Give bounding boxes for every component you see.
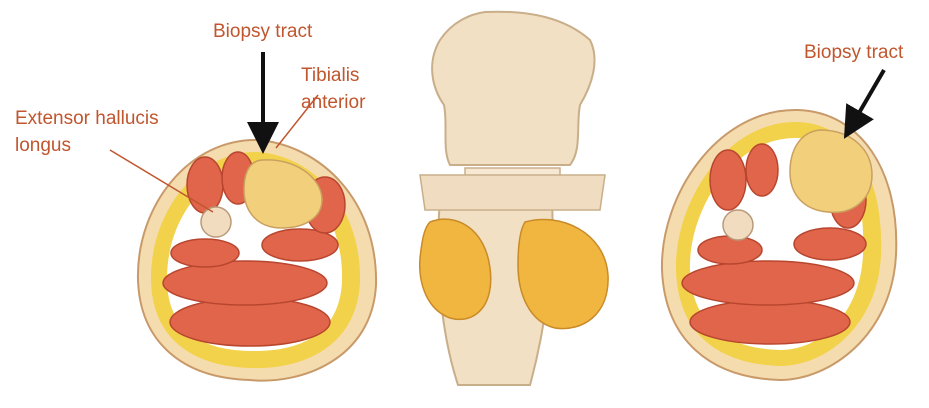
longus-label: longus xyxy=(15,134,71,157)
left-tibia-bone xyxy=(201,207,231,237)
biopsy-tract-label-right: Biopsy tract xyxy=(804,41,929,64)
extensor-hallucis-label: Extensor hallucis xyxy=(15,107,159,130)
tibialis-label: Tibialis xyxy=(301,64,359,87)
right-tibia-bone xyxy=(723,210,753,240)
tibial-plateau xyxy=(420,175,605,210)
right-biopsy-arrow xyxy=(852,70,884,125)
right-leg-cross-section xyxy=(662,70,896,380)
right-bone-tumor xyxy=(518,219,608,328)
femur xyxy=(432,12,594,165)
knee-illustration xyxy=(420,12,608,385)
anterior-label: anterior xyxy=(301,91,365,114)
biopsy-tract-label-left: Biopsy tract xyxy=(213,20,312,43)
